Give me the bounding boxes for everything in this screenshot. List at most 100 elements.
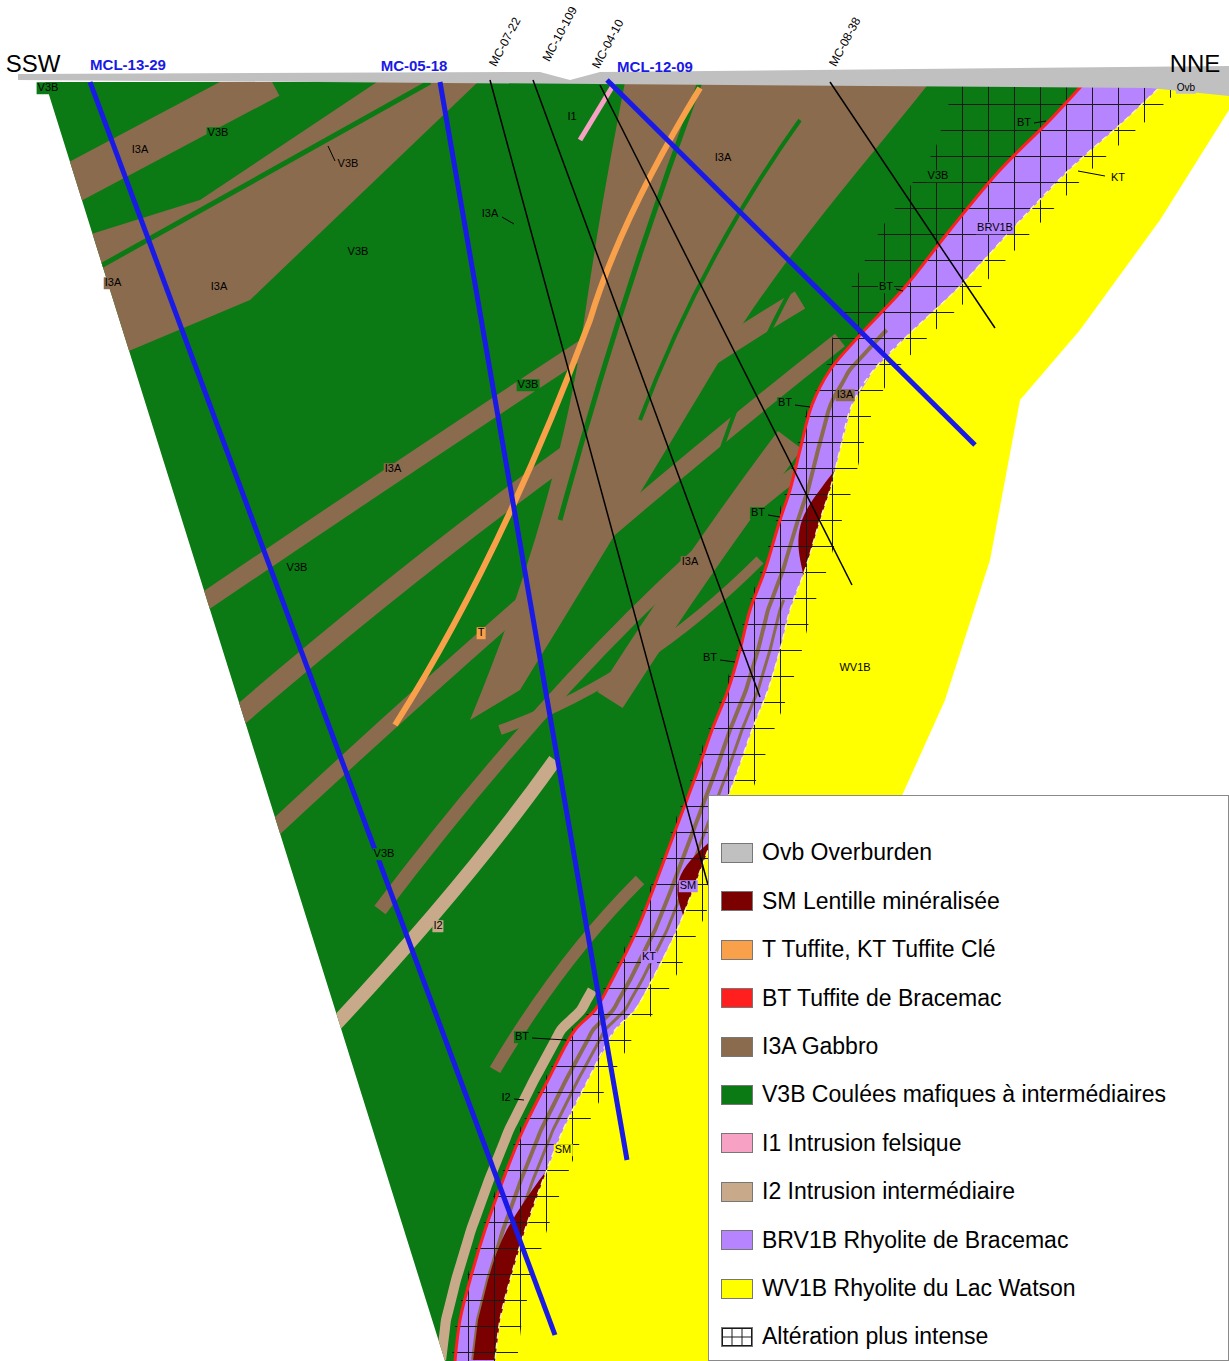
drill-hole xyxy=(533,80,760,697)
section-label: V3B xyxy=(337,158,360,170)
legend-swatch xyxy=(721,988,753,1008)
section-label: V3B xyxy=(207,127,230,139)
section-label: I3A xyxy=(104,277,123,289)
leader-line xyxy=(896,289,903,291)
leader-line xyxy=(1034,121,1046,123)
legend-text: WV1B Rhyolite du Lac Watson xyxy=(762,1276,1076,1301)
drill-hole xyxy=(830,82,995,328)
section-label: V3B xyxy=(347,246,370,258)
section-label: NNE xyxy=(1169,51,1222,76)
legend-row: I1 Intrusion felsique xyxy=(721,1129,961,1157)
legend-swatch xyxy=(721,1133,753,1153)
legend-row: BT Tuffite de Bracemac xyxy=(721,984,1002,1012)
section-label: I1 xyxy=(566,111,577,123)
legend-row: WV1B Rhyolite du Lac Watson xyxy=(721,1275,1076,1303)
felsic-intrusion xyxy=(580,84,614,140)
section-label: MC-07-22 xyxy=(486,15,523,70)
legend-row: I2 Intrusion intermédiaire xyxy=(721,1178,1015,1206)
legend-row: I3A Gabbro xyxy=(721,1033,878,1061)
section-label: V3B xyxy=(517,379,540,391)
section-label: KT xyxy=(641,951,657,963)
section-label: I3A xyxy=(210,281,229,293)
legend-swatch xyxy=(721,940,753,960)
legend-text: I1 Intrusion felsique xyxy=(762,1131,961,1156)
hatch-sample xyxy=(722,1328,752,1346)
section-label: I2 xyxy=(432,920,443,932)
legend-text: I2 Intrusion intermédiaire xyxy=(762,1179,1015,1204)
legend-swatch xyxy=(721,1085,753,1105)
legend-text: SM Lentille minéralisée xyxy=(762,889,1000,914)
section-label: KT xyxy=(1110,172,1126,184)
section-label: SSW xyxy=(5,51,62,76)
section-label: BT xyxy=(1016,117,1032,129)
mafic-stripe xyxy=(40,82,430,300)
legend-swatch xyxy=(721,1327,753,1347)
leader-line xyxy=(532,1038,566,1040)
section-label: V3B xyxy=(37,82,60,94)
legend-swatch xyxy=(721,891,753,911)
section-label: I3A xyxy=(481,208,500,220)
mafic-stripe xyxy=(640,120,800,420)
leader-line xyxy=(514,1099,524,1100)
leader-line xyxy=(502,217,514,224)
section-label: V3B xyxy=(927,170,950,182)
section-label: BT xyxy=(702,652,718,664)
leader-line xyxy=(328,146,335,161)
section-label: MC-05-18 xyxy=(380,58,449,74)
legend-swatch xyxy=(721,1279,753,1299)
section-label: BT xyxy=(878,281,894,293)
legend-row: T Tuffite, KT Tuffite Clé xyxy=(721,936,996,964)
legend-row: BRV1B Rhyolite de Bracemac xyxy=(721,1226,1068,1254)
legend-row: V3B Coulées mafiques à intermédiaires xyxy=(721,1081,1166,1109)
legend-swatch xyxy=(721,843,753,863)
section-label: BT xyxy=(777,397,793,409)
legend-text: BRV1B Rhyolite de Bracemac xyxy=(762,1228,1068,1253)
drill-hole xyxy=(607,80,975,445)
section-label: Ovb xyxy=(1176,83,1196,94)
section-label: MCL-12-09 xyxy=(616,59,694,75)
section-label: MCL-13-29 xyxy=(89,57,167,73)
section-label: I3A xyxy=(681,556,700,568)
section-label: I3A xyxy=(836,389,855,401)
legend-box: Ovb Overburden SM Lentille minéralisée T T… xyxy=(708,795,1229,1361)
legend-swatch xyxy=(721,1037,753,1057)
legend-swatch xyxy=(721,1230,753,1250)
section-label: SM xyxy=(554,1144,573,1156)
section-label: I3A xyxy=(131,144,150,156)
leader-line xyxy=(768,515,780,517)
section-label: I2 xyxy=(500,1092,511,1104)
legend-row: Ovb Overburden xyxy=(721,839,932,867)
section-label: BRV1B xyxy=(976,222,1014,234)
section-label: V3B xyxy=(373,848,396,860)
section-label: BT xyxy=(514,1031,530,1043)
legend-text: T Tuffite, KT Tuffite Clé xyxy=(762,937,996,962)
intermediate-intrusion xyxy=(335,760,555,1025)
section-label: BT xyxy=(750,507,766,519)
section-label: V3B xyxy=(286,562,309,574)
legend-text: BT Tuffite de Bracemac xyxy=(762,986,1002,1011)
leader-line xyxy=(1078,171,1105,176)
mafic-stripe xyxy=(560,82,700,520)
section-label: MC-10-109 xyxy=(540,4,580,65)
legend-swatch xyxy=(721,1182,753,1202)
section-label: MC-08-38 xyxy=(826,15,863,70)
legend-text: I3A Gabbro xyxy=(762,1034,878,1059)
drill-hole xyxy=(440,82,627,1160)
legend-row: Altération plus intense xyxy=(721,1323,988,1351)
section-label: WV1B xyxy=(838,662,871,674)
leader-line xyxy=(795,405,810,407)
tuffite-layer xyxy=(395,88,700,725)
section-label: I3A xyxy=(714,152,733,164)
legend-text: V3B Coulées mafiques à intermédiaires xyxy=(762,1082,1166,1107)
legend-row: SM Lentille minéralisée xyxy=(721,887,1000,915)
section-label: SM xyxy=(679,880,698,892)
legend-text: Altération plus intense xyxy=(762,1324,988,1349)
gabbro-band xyxy=(120,300,800,820)
gabbro-band xyxy=(40,78,270,200)
drill-hole xyxy=(90,82,555,1335)
section-label: I3A xyxy=(384,463,403,475)
drill-hole xyxy=(600,85,852,585)
leader-line xyxy=(720,660,735,662)
drill-hole xyxy=(490,80,708,885)
